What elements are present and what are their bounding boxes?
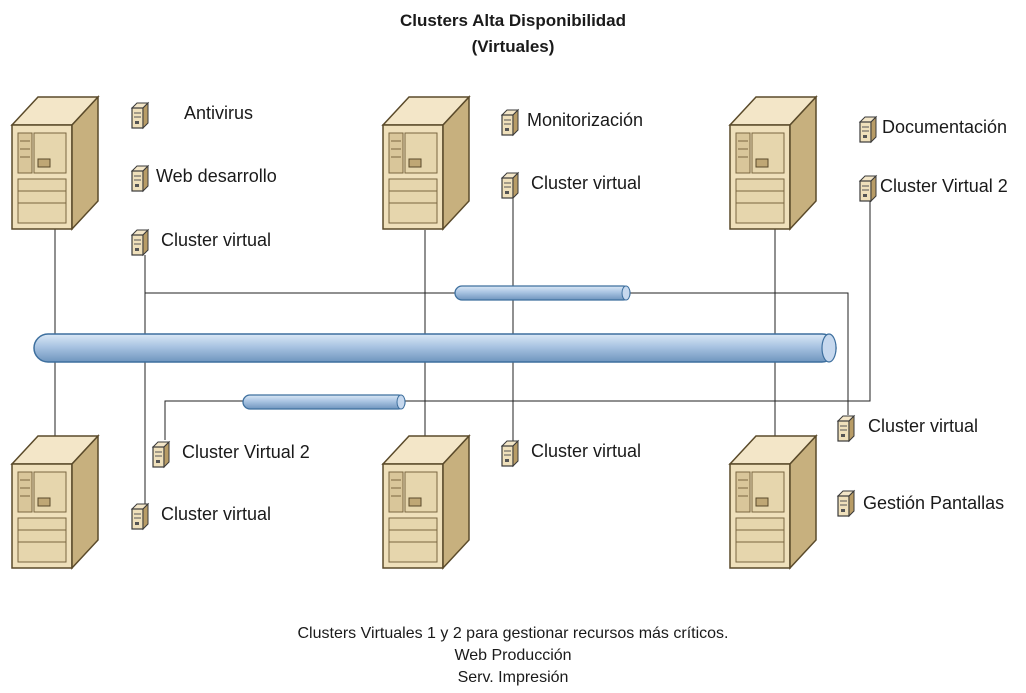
cluster-link-line — [145, 292, 849, 415]
web-desarrollo-vm-icon — [131, 165, 149, 192]
cluster-link-line — [164, 200, 871, 440]
label-cluster-virtual-2-top-right: Cluster Virtual 2 — [880, 176, 1008, 196]
cluster-virtual-vm-icon — [501, 440, 519, 467]
footer-line2: Web Producción — [454, 647, 572, 664]
cluster-virtual-2-vm-icon — [152, 441, 170, 468]
cluster-virtual-vm-icon — [131, 503, 149, 530]
server-bottom-left-icon — [11, 435, 99, 569]
antivirus-vm-icon — [131, 102, 149, 129]
cluster-virtual-vm-icon — [131, 229, 149, 256]
label-cluster-virtual-bottom-left: Cluster virtual — [161, 504, 272, 524]
server-bottom-right-icon — [729, 435, 817, 569]
server-bottom-mid-icon — [382, 435, 470, 569]
cluster-virtual-vm-icon — [837, 415, 855, 442]
label-gestion-pantallas: Gestión Pantallas — [863, 493, 1005, 513]
label-cluster-virtual-bottom-right: Cluster virtual — [868, 416, 979, 436]
server-top-right-icon — [729, 96, 817, 230]
cluster-virtual-vm-icon — [501, 172, 519, 199]
server-top-mid-icon — [382, 96, 470, 230]
label-cluster-virtual-bottom-mid: Cluster virtual — [531, 441, 642, 461]
diagram-title-line2: (Virtuales) — [471, 37, 555, 56]
label-web-desarrollo: Web desarrollo — [156, 166, 277, 186]
monitorizacion-vm-icon — [501, 109, 519, 136]
pipe-main — [33, 333, 837, 363]
pipe-cluster-2 — [242, 394, 406, 410]
label-cluster-virtual-top-left: Cluster virtual — [161, 230, 272, 250]
diagram-title-line1: Clusters Alta Disponibilidad — [399, 11, 627, 30]
server-top-left-icon — [11, 96, 99, 230]
label-monitorizacion: Monitorización — [527, 110, 644, 130]
label-antivirus: Antivirus — [184, 103, 254, 123]
documentacion-vm-icon — [859, 116, 877, 143]
pipe-cluster-1 — [454, 285, 631, 301]
label-cluster-virtual-2-bottom-left: Cluster Virtual 2 — [182, 442, 310, 462]
footer-line1: Clusters Virtuales 1 y 2 para gestionar … — [297, 625, 729, 642]
cluster-virtual-2-vm-icon — [859, 175, 877, 202]
footer-line3: Serv. Impresión — [457, 669, 569, 686]
label-cluster-virtual-top-mid: Cluster virtual — [531, 173, 642, 193]
gestion-pantallas-vm-icon — [837, 490, 855, 517]
label-documentacion: Documentación — [882, 117, 1008, 137]
